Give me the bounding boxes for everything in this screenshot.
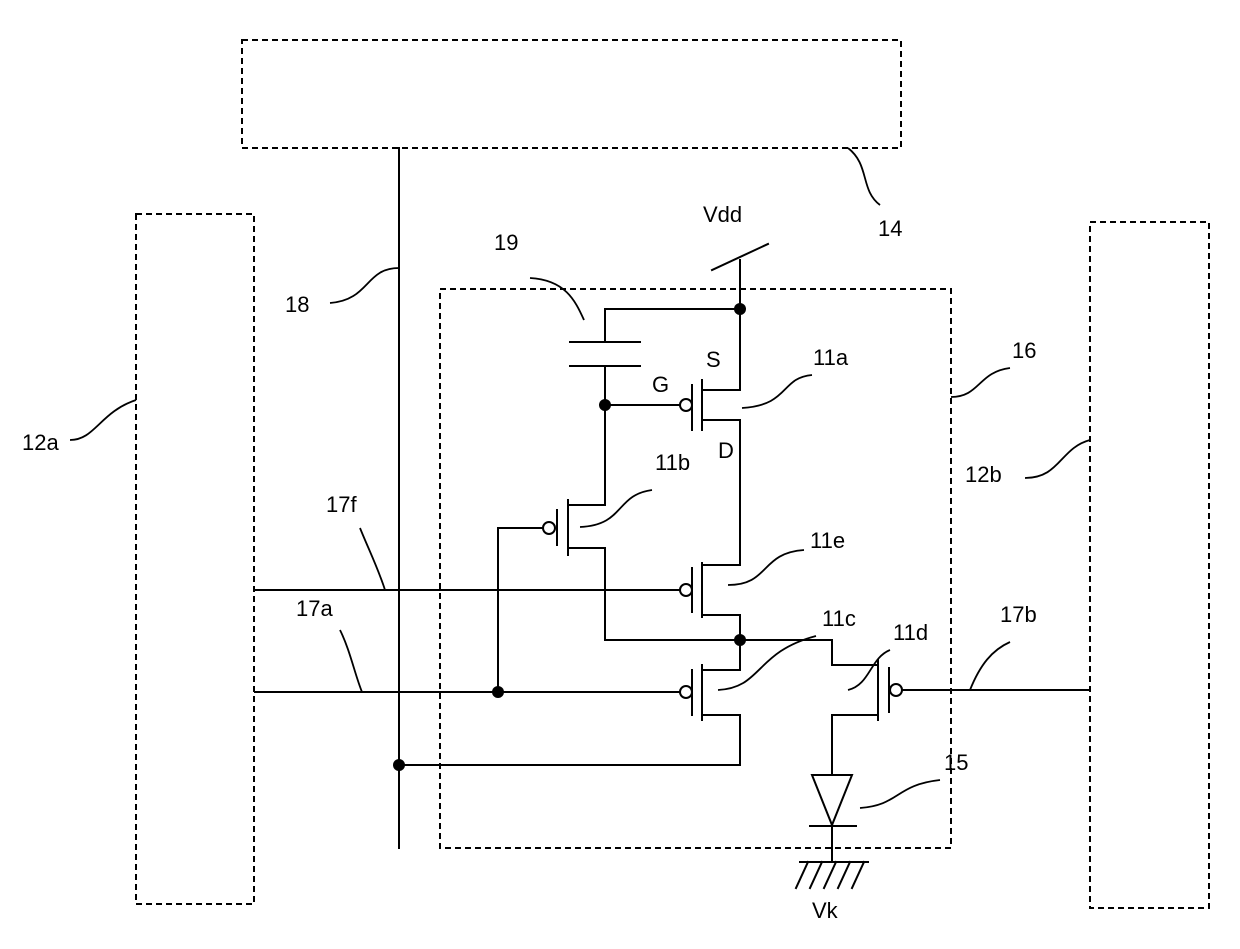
label-s: S <box>706 347 721 372</box>
terminal-bottom-11d <box>832 715 878 775</box>
label-12b: 12b <box>965 462 1002 487</box>
label-vdd: Vdd <box>703 202 742 227</box>
label-11e: 11e <box>810 528 845 553</box>
leader-18 <box>330 268 399 303</box>
label-11c: 11c <box>822 606 856 631</box>
label-17b: 17b <box>1000 602 1037 627</box>
label-19: 19 <box>494 230 518 255</box>
leader-16 <box>951 368 1010 397</box>
label-11a: 11a <box>813 345 849 370</box>
leader-11d <box>848 650 890 690</box>
label-12a: 12a <box>22 430 59 455</box>
leader-17b <box>970 642 1010 690</box>
leader-17a <box>340 630 362 692</box>
diode-15 <box>812 775 852 825</box>
label-11b: 11b <box>655 450 690 475</box>
leader-12a <box>70 400 136 440</box>
gate-bubble-11e <box>680 584 692 596</box>
gate-wire-11b <box>498 528 543 692</box>
source-driver-box-14 <box>242 40 901 148</box>
terminal-bottom-11b <box>568 548 740 640</box>
terminal-bottom-11e <box>702 615 740 670</box>
leader-14 <box>848 148 880 205</box>
label-16: 16 <box>1012 338 1036 363</box>
gate-bubble-11b <box>543 522 555 534</box>
label-14: 14 <box>878 216 902 241</box>
gate-driver-box-12a <box>136 214 254 904</box>
label-17a: 17a <box>296 596 333 621</box>
leader-19 <box>530 278 584 320</box>
leader-11a <box>742 375 812 408</box>
wire-to-11d <box>740 640 878 665</box>
node-source-line <box>393 759 405 771</box>
leader-17f <box>360 528 385 590</box>
gate-bubble-11a <box>680 399 692 411</box>
label-15: 15 <box>944 750 968 775</box>
leader-12b <box>1025 440 1090 478</box>
gate-bubble-11d <box>890 684 902 696</box>
gate-driver-box-12b <box>1090 222 1209 908</box>
leader-11b <box>580 490 652 527</box>
label-g: G <box>652 372 669 397</box>
label-11d: 11d <box>893 620 928 645</box>
leader-15 <box>860 780 940 808</box>
source-terminal-11a <box>702 380 740 390</box>
ground-hatch <box>796 862 864 888</box>
node-17a-11b <box>492 686 504 698</box>
label-d: D <box>718 438 734 463</box>
terminal-bottom-11c <box>399 715 740 765</box>
capacitor-top-wire <box>605 309 740 342</box>
label-17f: 17f <box>326 492 357 517</box>
label-18: 18 <box>285 292 309 317</box>
label-vk: Vk <box>812 898 839 923</box>
gate-bubble-11c <box>680 686 692 698</box>
leader-11c <box>718 636 816 690</box>
